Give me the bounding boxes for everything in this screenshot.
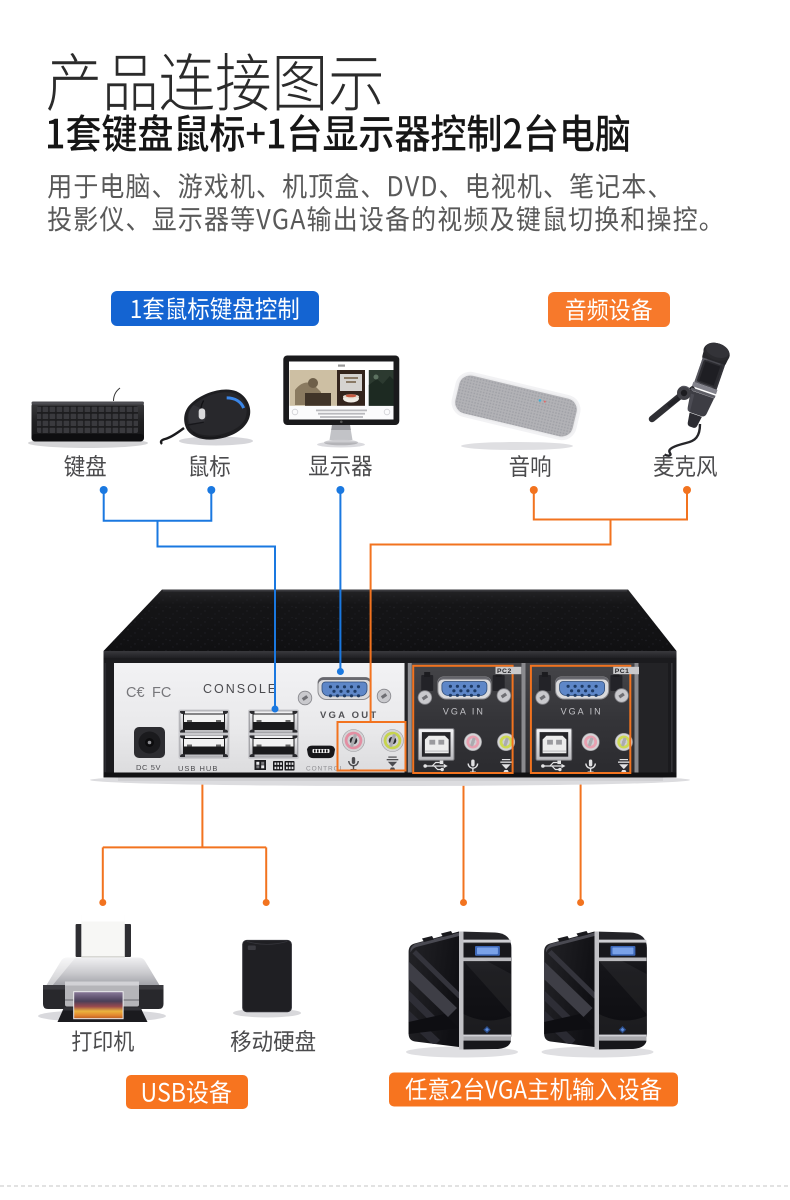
svg-text:CONSOLE: CONSOLE (203, 682, 278, 696)
svg-text:VGA OUT: VGA OUT (320, 710, 378, 721)
svg-text:USB HUB: USB HUB (178, 764, 218, 773)
svg-text:FC: FC (152, 685, 171, 701)
svg-text:PC2: PC2 (497, 668, 512, 675)
svg-text:VGA IN: VGA IN (443, 707, 485, 717)
svg-text:CONTROL: CONTROL (306, 766, 344, 773)
svg-text:PC1: PC1 (615, 668, 630, 675)
svg-text:VGA IN: VGA IN (561, 707, 603, 717)
svg-text:C€: C€ (126, 685, 145, 701)
svg-text:DC 5V: DC 5V (136, 763, 161, 772)
